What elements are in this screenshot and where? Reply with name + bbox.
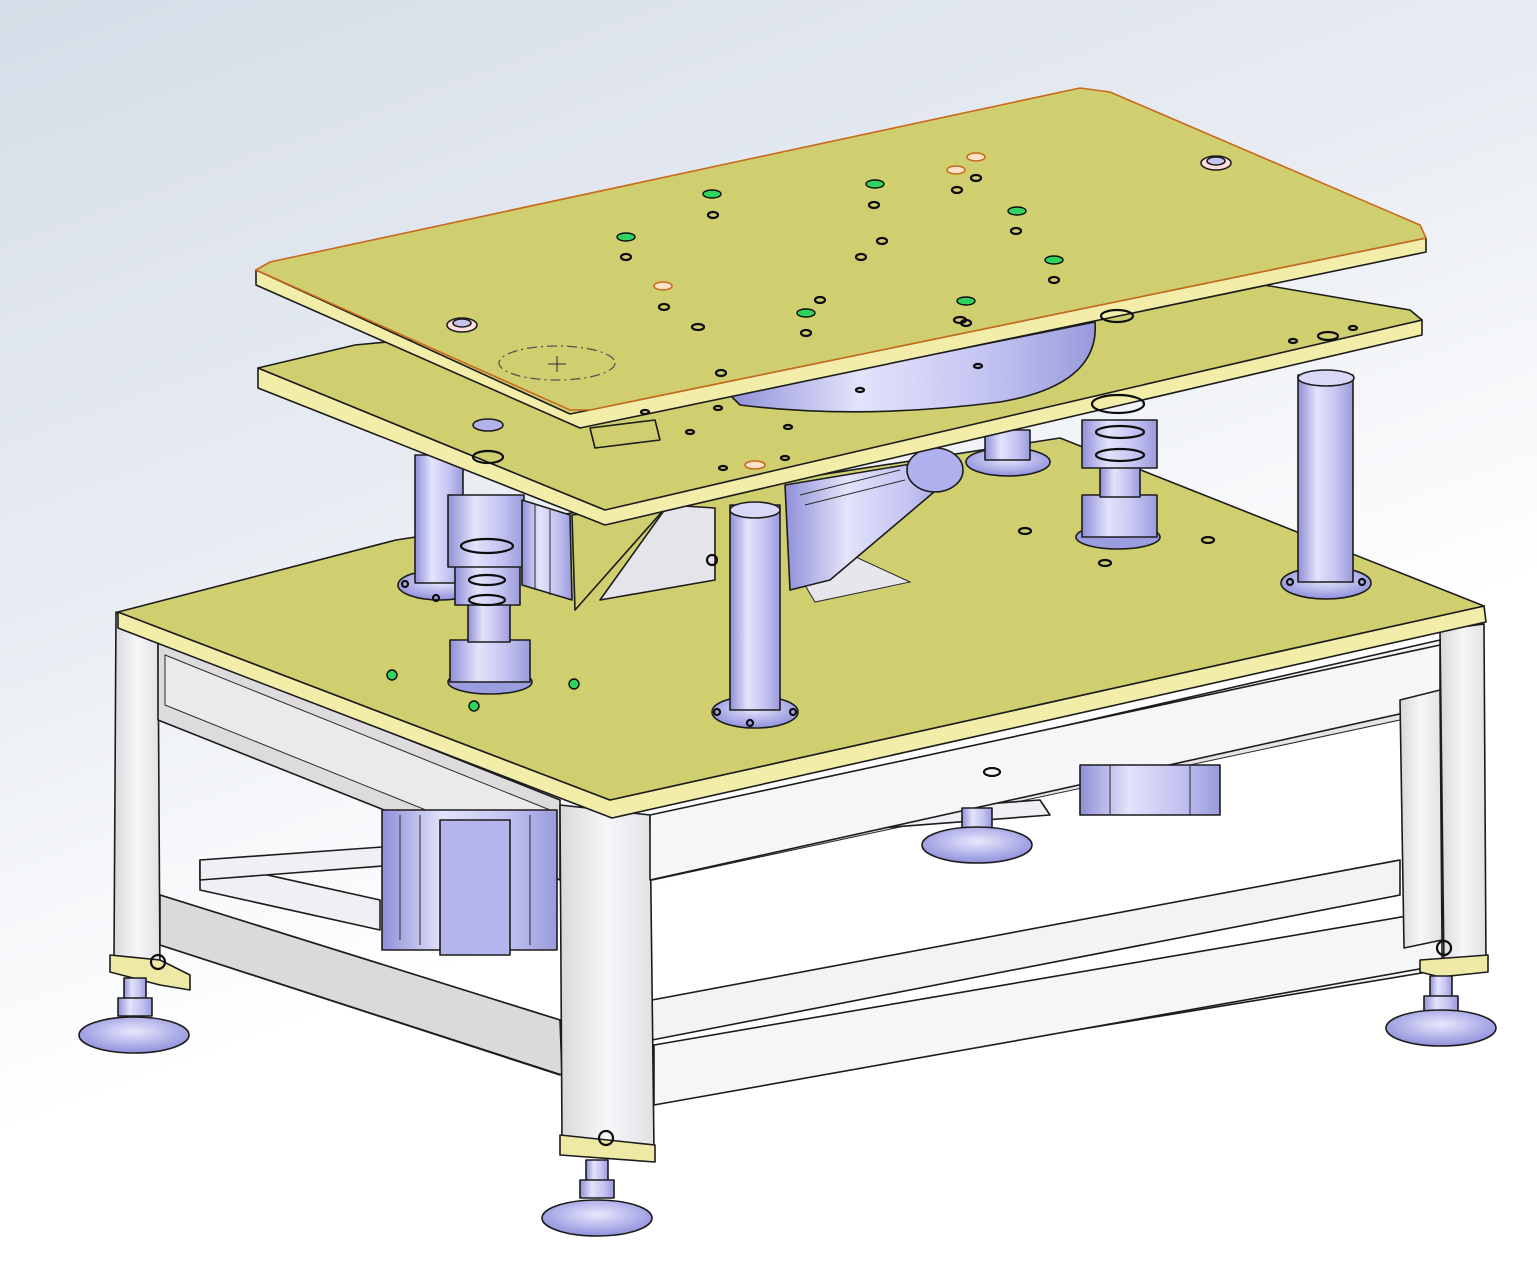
top-plate[interactable] bbox=[254, 87, 1428, 429]
corner-cap-hole bbox=[597, 1129, 615, 1147]
corner-cap-hole bbox=[149, 953, 167, 971]
top-plate-edge bbox=[255, 237, 1427, 429]
corner-cap-front-left bbox=[109, 954, 191, 991]
leveling-foot-rear-right[interactable] bbox=[1385, 975, 1497, 1047]
top-plate-shaft-hole bbox=[1099, 308, 1135, 324]
motor-upper[interactable] bbox=[784, 447, 964, 591]
motor-body bbox=[1079, 764, 1221, 816]
leveling-foot-front-left[interactable] bbox=[78, 977, 190, 1054]
corner-cap-front bbox=[559, 1134, 656, 1163]
leveling-foot-front[interactable] bbox=[541, 1159, 653, 1237]
frame-post-front-right bbox=[559, 804, 655, 1151]
support-column-front[interactable] bbox=[711, 501, 799, 729]
base-frame[interactable] bbox=[109, 611, 1489, 1163]
leveling-foot-center[interactable] bbox=[921, 807, 1033, 864]
cylinder-actuator[interactable] bbox=[521, 499, 573, 601]
corner-cap-rear-right bbox=[1419, 954, 1489, 978]
frame-post-rear-right bbox=[1439, 623, 1487, 971]
corner-cap-hole bbox=[1435, 939, 1453, 957]
frame-post-rear-left bbox=[1399, 689, 1443, 949]
frame-post-front-left bbox=[113, 611, 161, 976]
motor-flange bbox=[439, 819, 511, 956]
support-column-rear[interactable] bbox=[965, 429, 1051, 477]
top-plate-top bbox=[254, 87, 1428, 411]
mounting-bracket[interactable] bbox=[571, 504, 719, 611]
guide-bushing-left[interactable] bbox=[447, 494, 533, 695]
motor-lower-left[interactable] bbox=[381, 809, 558, 956]
rotary-bracket bbox=[589, 419, 661, 449]
rotary-table[interactable] bbox=[729, 321, 1096, 413]
motor-lower-right[interactable] bbox=[1079, 764, 1221, 816]
guide-bushing-right[interactable] bbox=[1075, 419, 1161, 550]
construction-circle bbox=[498, 345, 616, 381]
support-column-right[interactable] bbox=[1280, 369, 1372, 600]
